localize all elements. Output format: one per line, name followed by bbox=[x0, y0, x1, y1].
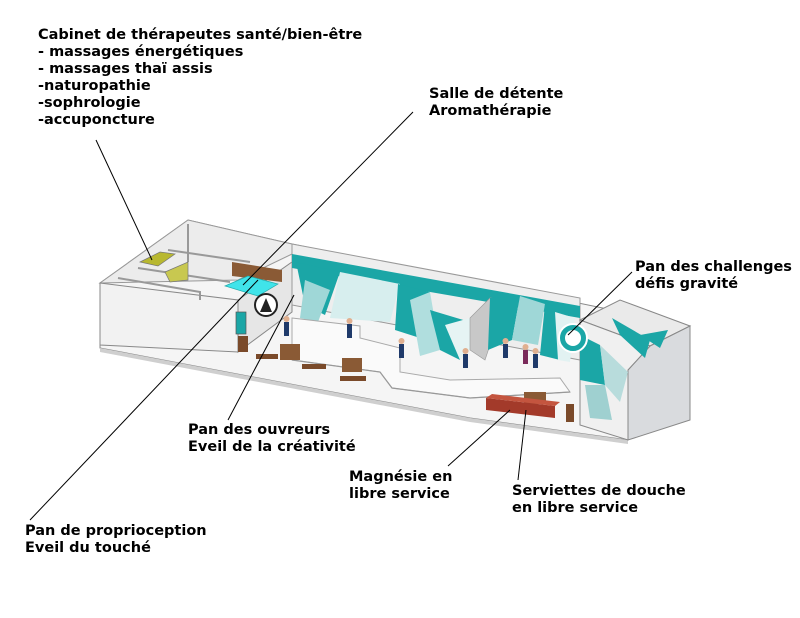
magnesia-counter-top bbox=[486, 394, 560, 406]
label-line: en libre service bbox=[512, 500, 639, 516]
label-line: Eveil du touché bbox=[25, 540, 151, 556]
label-magnesie: Magnésie en libre service bbox=[349, 469, 452, 503]
wall-screen bbox=[235, 311, 247, 335]
leader-line-detente bbox=[242, 111, 414, 286]
label-line: -accuponcture bbox=[38, 112, 155, 128]
right-volume-3 bbox=[585, 385, 612, 420]
therapy-room-floor-2 bbox=[164, 261, 189, 283]
climb-volume-3 bbox=[330, 272, 400, 322]
climb-volume-5 bbox=[410, 292, 440, 356]
label-pan-ouvreurs: Pan des ouvreurs Eveil de la créativité bbox=[188, 422, 356, 456]
label-line: Eveil de la créativité bbox=[188, 439, 356, 455]
label-cabinet-therapeutes: Cabinet de thérapeutes santé/bien-être -… bbox=[38, 27, 362, 129]
leader-line-proprio bbox=[29, 279, 259, 521]
label-line: Pan de proprioception bbox=[25, 523, 207, 539]
label-line: -sophrologie bbox=[38, 95, 141, 111]
bench-2 bbox=[302, 364, 326, 369]
label-line: -naturopathie bbox=[38, 78, 151, 94]
label-line: libre service bbox=[349, 486, 450, 502]
climb-arch-2 bbox=[488, 296, 520, 350]
magnesia-counter bbox=[486, 398, 555, 418]
logo-emblem-mark bbox=[260, 298, 272, 312]
wood-panel bbox=[232, 262, 282, 282]
label-line: Pan des challenges bbox=[635, 259, 792, 275]
label-line: Pan des ouvreurs bbox=[188, 422, 331, 438]
label-serviettes: Serviettes de douche en libre service bbox=[512, 483, 686, 517]
climb-arch-3 bbox=[512, 296, 545, 345]
label-line: - massages énergétiques bbox=[38, 44, 244, 60]
right-volume-5 bbox=[640, 330, 668, 348]
leader-line-magnesie bbox=[447, 409, 511, 467]
label-line: Serviettes de douche bbox=[512, 483, 686, 499]
label-pan-proprioception: Pan de proprioception Eveil du touché bbox=[25, 523, 207, 557]
relaxation-room bbox=[223, 275, 279, 297]
right-volume-1 bbox=[580, 335, 605, 385]
label-line: défis gravité bbox=[635, 276, 739, 292]
label-salle-detente: Salle de détente Aromathérapie bbox=[429, 86, 563, 120]
shelf-2 bbox=[342, 358, 362, 372]
label-line: Aromathérapie bbox=[429, 103, 552, 119]
cabinet-inner-walls bbox=[117, 277, 201, 300]
leader-line-challenges bbox=[567, 271, 633, 336]
leader-line-serviettes bbox=[517, 409, 527, 481]
climb-volume-2 bbox=[300, 280, 330, 322]
therapy-room-floor-1 bbox=[138, 251, 176, 267]
label-line: Cabinet de thérapeutes santé/bien-être bbox=[38, 27, 363, 43]
leader-line-ouvreurs bbox=[227, 294, 295, 421]
floor-edge bbox=[100, 348, 628, 444]
challenge-wall-logo-inner bbox=[565, 330, 581, 346]
label-line: - massages thaï assis bbox=[38, 61, 213, 77]
right-volume-4 bbox=[612, 318, 650, 358]
bench-cabinet bbox=[238, 336, 248, 352]
towel-stand bbox=[566, 404, 574, 422]
label-line: Salle de détente bbox=[429, 86, 564, 102]
label-pan-challenges: Pan des challenges défis gravité bbox=[635, 259, 792, 293]
bench-1 bbox=[256, 354, 278, 359]
leader-line-cabinet bbox=[95, 139, 153, 261]
cabinet-inner-walls-3 bbox=[167, 249, 251, 263]
shelf-1 bbox=[280, 344, 300, 360]
right-volume-2 bbox=[600, 345, 628, 402]
bench-3 bbox=[340, 376, 366, 381]
climber-figures bbox=[283, 316, 539, 368]
label-line: Magnésie en bbox=[349, 469, 453, 485]
